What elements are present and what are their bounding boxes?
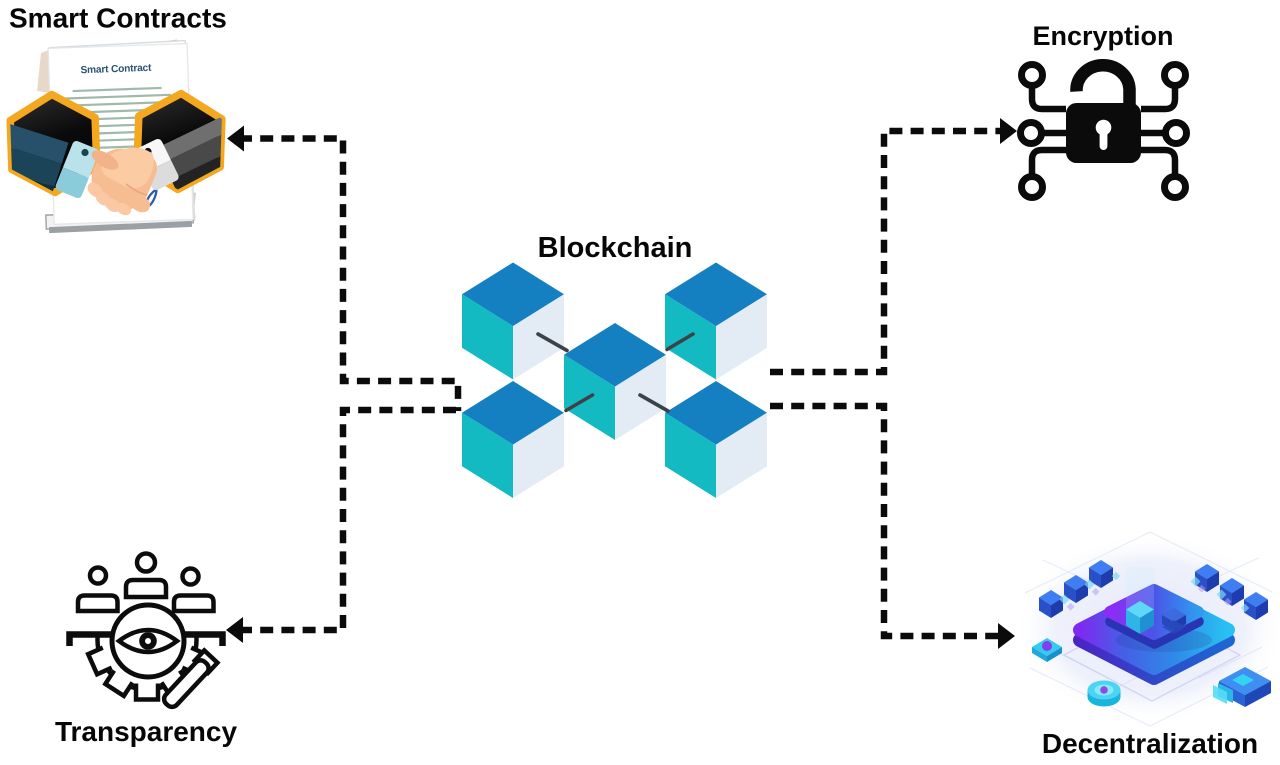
svg-text:Blockchain: Blockchain — [538, 232, 693, 264]
svg-text:Transparency: Transparency — [55, 716, 238, 747]
svg-text:Encryption: Encryption — [1032, 21, 1173, 51]
svg-text:Smart Contract: Smart Contract — [80, 63, 152, 76]
svg-text:Smart Contracts: Smart Contracts — [9, 3, 227, 34]
svg-text:Decentralization: Decentralization — [1042, 728, 1258, 759]
